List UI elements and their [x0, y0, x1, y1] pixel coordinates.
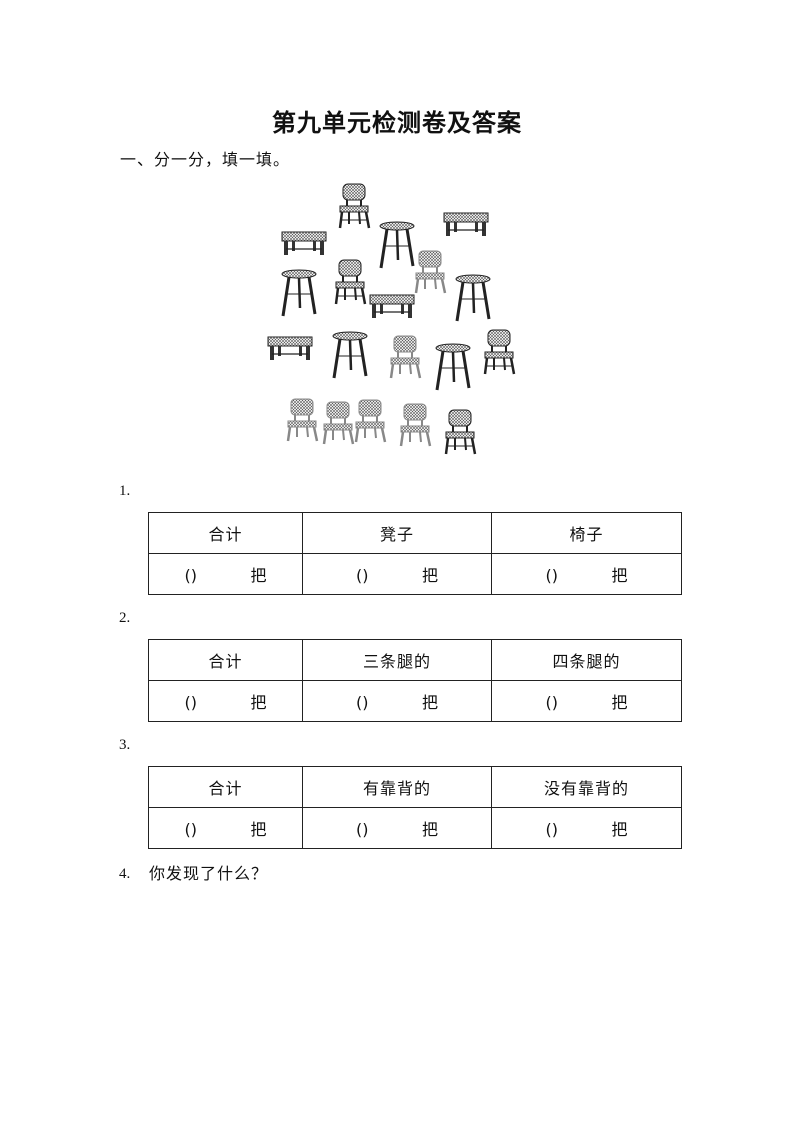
stool-icon: [454, 273, 492, 323]
chair-icon: [322, 400, 355, 446]
answer-row: ()把 ()把 ()把: [148, 807, 682, 849]
stool-icon: [331, 330, 369, 380]
chair-icon: [338, 182, 371, 230]
chair-icon: [399, 402, 432, 448]
bench-icon: [369, 294, 415, 319]
section-heading: 一、分一分，填一填。: [120, 150, 291, 169]
header-cell: 合计: [148, 766, 303, 808]
answer-blank[interactable]: ()把: [148, 553, 303, 595]
bench-icon: [281, 231, 327, 256]
page-title: 第九单元检测卷及答案: [272, 109, 522, 137]
table-header-row: 合计 三条腿的 四条腿的: [148, 639, 682, 681]
header-cell: 凳子: [302, 512, 492, 554]
header-cell: 合计: [148, 512, 303, 554]
stool-icon: [280, 268, 318, 318]
question-number: 1.: [119, 483, 131, 499]
chair-icon: [334, 258, 367, 306]
chair-icon: [444, 408, 477, 456]
question-number: 4.: [119, 866, 131, 882]
question-number: 2.: [119, 610, 131, 626]
question-table: 合计 有靠背的 没有靠背的 ()把 ()把 ()把: [148, 766, 682, 849]
answer-row: ()把 ()把 ()把: [148, 680, 682, 722]
header-cell: 没有靠背的: [491, 766, 682, 808]
stool-icon: [434, 342, 472, 392]
question-table: 合计 凳子 椅子 ()把 ()把 ()把: [148, 512, 682, 595]
header-cell: 三条腿的: [302, 639, 492, 681]
answer-blank[interactable]: ()把: [302, 553, 492, 595]
header-cell: 椅子: [491, 512, 682, 554]
header-cell: 有靠背的: [302, 766, 492, 808]
chair-icon: [414, 249, 447, 295]
chair-icon: [483, 328, 516, 376]
answer-blank[interactable]: ()把: [491, 807, 682, 849]
table-header-row: 合计 凳子 椅子: [148, 512, 682, 554]
chair-icon: [354, 398, 387, 444]
stool-icon: [378, 220, 416, 270]
furniture-illustration: [267, 182, 516, 456]
header-cell: 四条腿的: [491, 639, 682, 681]
answer-blank[interactable]: ()把: [148, 807, 303, 849]
chair-icon: [286, 397, 319, 443]
answer-row: ()把 ()把 ()把: [148, 553, 682, 595]
question-table: 合计 三条腿的 四条腿的 ()把 ()把 ()把: [148, 639, 682, 722]
bench-icon: [267, 336, 313, 361]
chair-icon: [389, 334, 422, 380]
answer-blank[interactable]: ()把: [491, 680, 682, 722]
bench-icon: [443, 212, 489, 237]
answer-blank[interactable]: ()把: [491, 553, 682, 595]
table-header-row: 合计 有靠背的 没有靠背的: [148, 766, 682, 808]
header-cell: 合计: [148, 639, 303, 681]
answer-blank[interactable]: ()把: [148, 680, 303, 722]
question-text: 你发现了什么？: [149, 864, 269, 883]
answer-blank[interactable]: ()把: [302, 807, 492, 849]
answer-blank[interactable]: ()把: [302, 680, 492, 722]
question-number: 3.: [119, 737, 131, 753]
